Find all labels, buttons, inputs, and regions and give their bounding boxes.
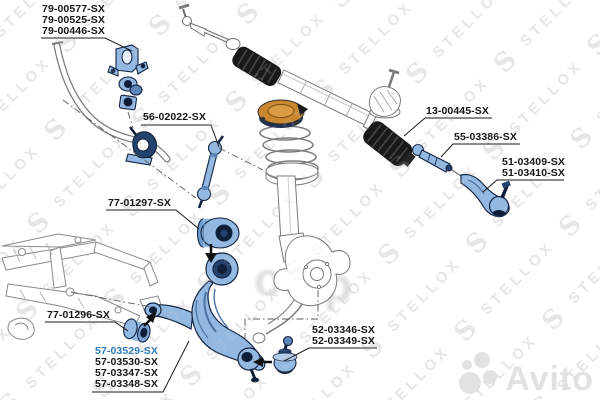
avito-logo-text: Avito	[505, 360, 594, 398]
avito-watermark: Avito	[453, 350, 594, 396]
assembly-arrows	[143, 244, 272, 367]
rack-boot-left	[232, 46, 282, 87]
steering-rack	[178, 3, 416, 167]
assembly-dash-lines	[62, 99, 319, 340]
stabilizer-link	[196, 135, 225, 209]
arrow-ball-joint-to-arm	[253, 357, 272, 367]
arrow-front-bushing-to-arm	[143, 311, 157, 327]
rack-left-tie-rod-art	[178, 3, 241, 50]
strut-assembly	[252, 99, 351, 344]
control-arm-rear-bushing	[196, 217, 240, 249]
subframe-line-art	[1, 233, 163, 340]
ball-joint	[272, 335, 298, 374]
rack-mount-bracket	[368, 68, 401, 119]
strut-mount	[257, 99, 308, 128]
label-leader-lines	[41, 37, 564, 393]
stabilizer-bracket-and-bushings	[107, 44, 149, 111]
tie-rod-end	[460, 173, 511, 218]
rack-boot-right	[363, 121, 416, 167]
arrow-down-bushing-to-arm	[205, 244, 217, 263]
stabilizer-clamp-bushing	[125, 126, 158, 166]
avito-dots-logo	[459, 352, 498, 394]
control-arm	[144, 252, 266, 383]
control-arm-front-bushing	[123, 318, 151, 343]
steering-knuckle	[252, 235, 351, 344]
inner-tie-rod	[411, 143, 465, 179]
